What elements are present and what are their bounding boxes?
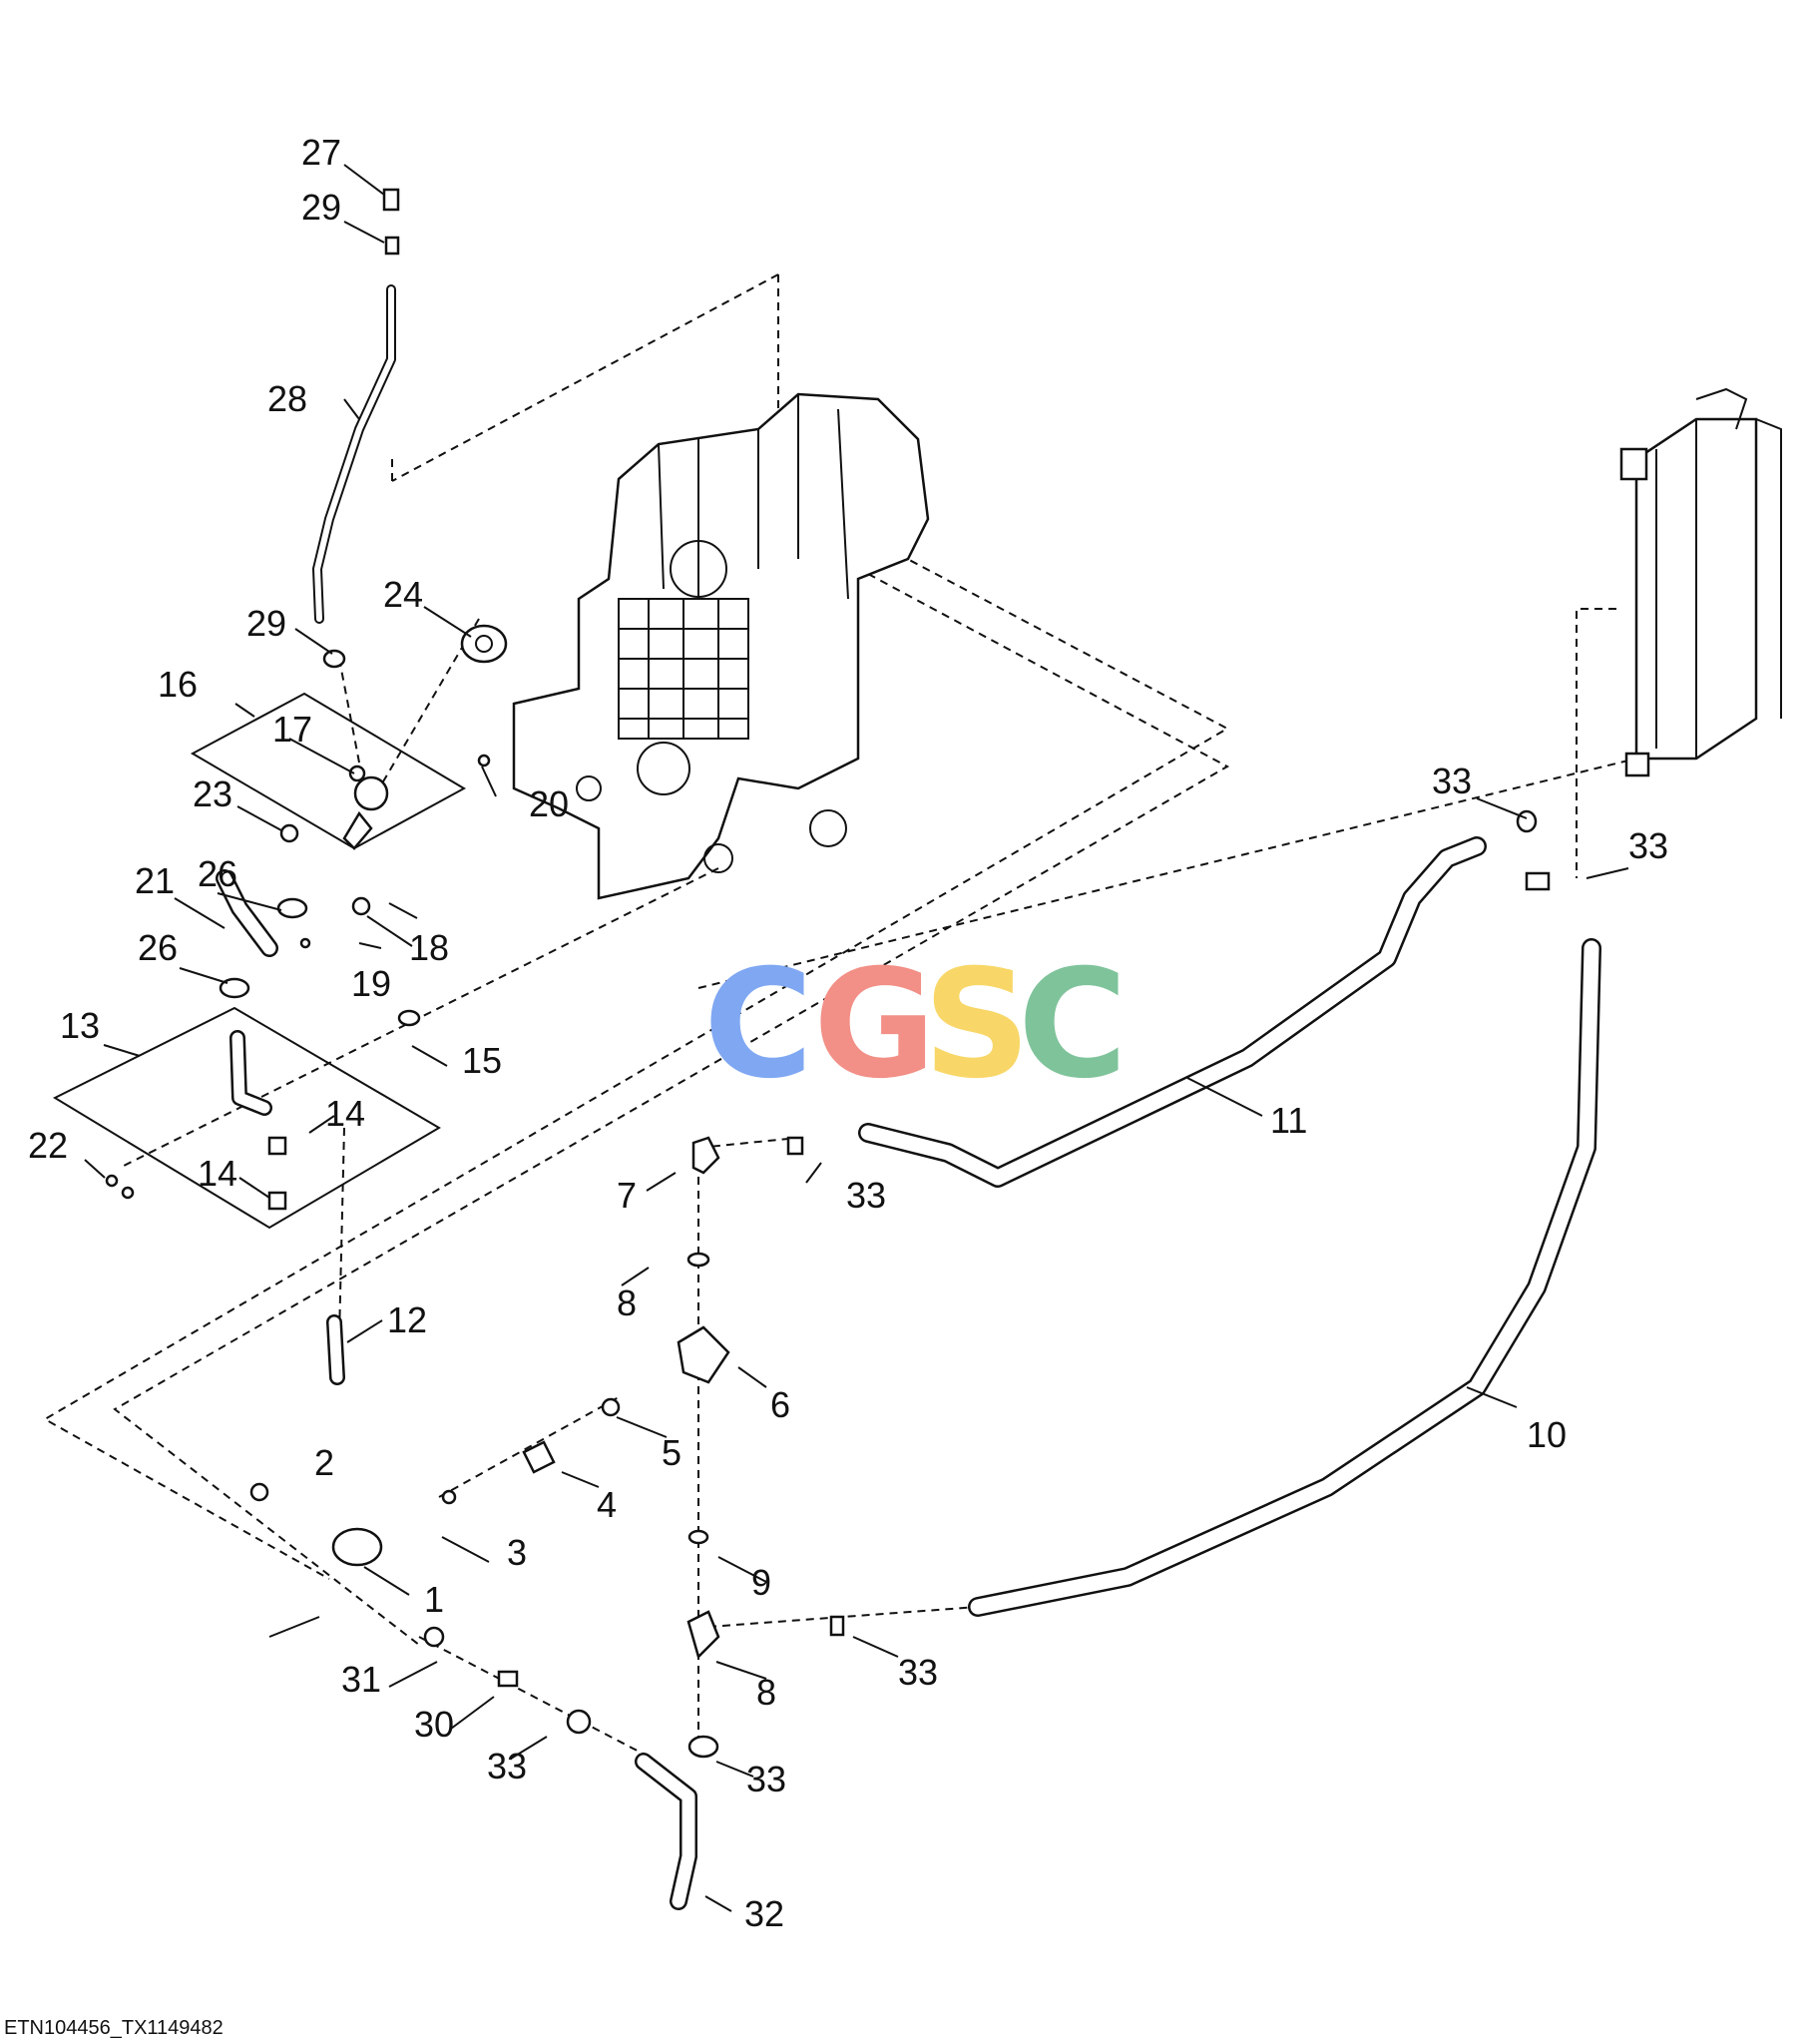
callout-26-top: 26: [198, 853, 237, 894]
callout-9: 8: [756, 1672, 776, 1713]
assembly-guide-lines: [42, 273, 1637, 1758]
callout-26-lower: 26: [138, 927, 178, 968]
callout-22: 21: [135, 860, 175, 901]
callout-31: 31: [341, 1659, 381, 1700]
dipstick-tube: [312, 188, 400, 669]
cgsc-watermark: C G S C: [703, 938, 1128, 1112]
callout-1: 1: [424, 1579, 444, 1620]
leader-lines: [84, 164, 1629, 1912]
hose-11: [968, 938, 1601, 1617]
callout-20: 19: [351, 963, 391, 1004]
callout-16: 15: [462, 1040, 502, 1081]
callout-2: 2: [314, 1442, 334, 1483]
callout-17: 16: [158, 664, 198, 705]
callout-14-lower: 14: [198, 1153, 237, 1194]
callout-8: 8: [617, 1282, 637, 1323]
callout-25: 24: [383, 574, 423, 615]
callout-12: 11: [1270, 1100, 1307, 1141]
watermark-letter: C: [703, 938, 813, 1112]
callout-15: 12: [387, 1299, 427, 1340]
document-id: ETN104456_TX1149482: [4, 2017, 224, 2039]
callout-11: 10: [1527, 1414, 1567, 1455]
callout-5: 5: [662, 1432, 681, 1473]
callout-numbers: 27 29 28 29 24 16 17 23 20 21 26 26 18 1…: [28, 132, 1668, 1934]
callout-7: 7: [617, 1175, 637, 1216]
callout-32: 32: [744, 1893, 784, 1934]
callout-4: 4: [597, 1484, 617, 1525]
detail-frame-17: [190, 692, 467, 850]
callout-30: 30: [414, 1704, 454, 1745]
detail-frame-13: [52, 1006, 441, 1230]
callout-33-cooler: 33: [1628, 825, 1668, 866]
callout-3: 3: [507, 1532, 527, 1573]
callout-14-top: 14: [325, 1093, 365, 1134]
callout-33-hose12: 33: [846, 1175, 886, 1216]
callout-13: 13: [60, 1005, 100, 1046]
callout-29-top: 29: [301, 187, 341, 228]
callout-23: 22: [28, 1125, 68, 1166]
callout-33-hose11: 33: [898, 1652, 938, 1693]
watermark-letter: G: [813, 938, 936, 1112]
callout-33-lower: 33: [746, 1759, 786, 1799]
callout-33-lower-left: 33: [487, 1746, 527, 1787]
watermark-letter: S: [923, 938, 1031, 1112]
callout-29-lower: 29: [246, 603, 286, 644]
oil-cooler-assembly: [1619, 387, 1782, 777]
watermark-letter: C: [1018, 938, 1128, 1112]
callout-18: 17: [272, 709, 312, 750]
fittings-upper: [105, 624, 508, 1385]
transmission-assembly: [512, 392, 930, 900]
callout-10: 9: [751, 1562, 771, 1603]
callout-33-cooler-top: 33: [1432, 761, 1472, 801]
callout-21: 20: [529, 783, 569, 824]
callout-24: 23: [193, 773, 232, 814]
callout-28: 28: [267, 378, 307, 419]
hose-12: [858, 836, 1487, 1188]
callout-19: 18: [409, 927, 449, 968]
fittings-lower: [249, 809, 1551, 1910]
callout-6: 6: [770, 1384, 790, 1425]
callout-27: 27: [301, 132, 341, 173]
